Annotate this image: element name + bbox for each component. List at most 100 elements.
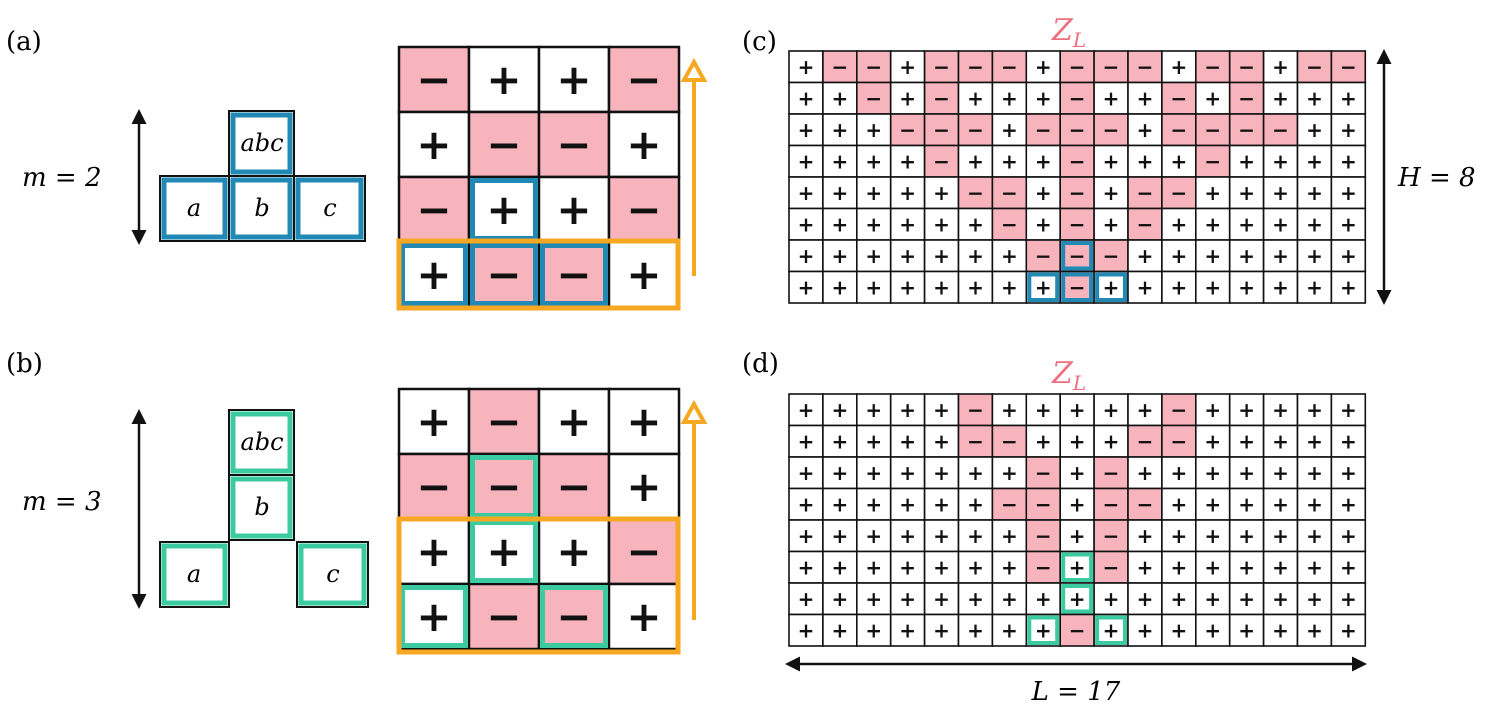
grid-b-highlight	[470, 455, 538, 518]
grid-d-cell	[1262, 393, 1299, 427]
grid-d-sign: +	[798, 555, 815, 579]
grid-d-sign: +	[1069, 461, 1086, 485]
grid-d-sign: +	[933, 461, 950, 485]
grid-c-cell	[1228, 144, 1265, 178]
pattern-b-cell-c	[296, 541, 369, 608]
pattern-b-text-abc: abc	[240, 428, 283, 456]
grid-d-cell	[788, 613, 824, 647]
grid-d-sign: +	[1340, 492, 1357, 516]
grid-c-cell	[1025, 270, 1062, 304]
grid-d-sign: +	[1204, 461, 1221, 485]
grid-d-sign: +	[1170, 492, 1187, 516]
grid-d-sign: +	[1170, 461, 1187, 485]
grid-d-cell	[855, 582, 892, 616]
grid-c-sign: +	[865, 244, 882, 268]
grid-c-cell	[991, 270, 1028, 304]
grid-d-highlight	[1061, 552, 1094, 582]
grid-c-cell	[822, 144, 858, 178]
grid-a: −++−+−−+−++−+−−+	[397, 45, 681, 309]
grid-c-sign: +	[1103, 149, 1120, 173]
grid-d-cell	[1330, 456, 1367, 490]
grid-d-sign: +	[1272, 618, 1289, 642]
grid-c-sign: +	[1103, 275, 1120, 299]
grid-b-sign: −	[416, 462, 451, 511]
grid-c-sign: +	[1103, 86, 1120, 110]
grid-d-sign: +	[798, 587, 815, 611]
grid-d-sign: +	[1204, 587, 1221, 611]
grid-a-sign: +	[556, 185, 591, 234]
pattern-b-cell-b	[228, 474, 295, 541]
grid-a-sign: +	[626, 120, 661, 169]
grid-d-cell	[923, 424, 960, 458]
grid-d-sign: +	[1272, 492, 1289, 516]
zl-label-d: ZL	[1051, 356, 1086, 395]
grid-c-sign: −	[1137, 55, 1154, 79]
grid-d-sign: +	[899, 461, 916, 485]
grid-d-cell	[1025, 487, 1062, 521]
grid-c-sign: −	[1069, 149, 1086, 173]
grid-b-sign: +	[556, 397, 591, 446]
grid-c-sign: −	[1238, 86, 1255, 110]
grid-d-sign: +	[798, 429, 815, 453]
grid-d-sign: +	[865, 618, 882, 642]
grid-c-sign: +	[831, 86, 848, 110]
grid-b-highlight	[470, 520, 538, 583]
grid-c-cell	[1330, 270, 1367, 304]
grid-c-sign: +	[1340, 275, 1357, 299]
grid-c-sign: +	[1137, 275, 1154, 299]
grid-c-sign: +	[1035, 181, 1052, 205]
grid-d-sign: +	[933, 524, 950, 548]
grid-d-sign: +	[967, 555, 984, 579]
grid-d-sign: +	[1204, 555, 1221, 579]
grid-c-sign: +	[933, 181, 950, 205]
pattern-b-cell-a	[159, 541, 230, 608]
grid-c-sign: −	[1069, 55, 1086, 79]
grid-d-cell	[1195, 456, 1231, 490]
grid-c-cell	[1296, 113, 1333, 147]
grid-c-cell	[1161, 207, 1197, 241]
grid-c-sign: +	[967, 275, 984, 299]
grid-d-sign: +	[1069, 555, 1086, 579]
grid-b-sign: +	[626, 397, 661, 446]
grid-c-sign: +	[1238, 149, 1255, 173]
grid-c-sign: +	[1272, 275, 1289, 299]
grid-d-sign: +	[865, 398, 882, 422]
grid-d-cell	[1093, 613, 1129, 647]
grid-d-cell	[1330, 519, 1367, 553]
grid-d-sign: +	[831, 587, 848, 611]
grid-c-sign: +	[933, 244, 950, 268]
grid-d-sign: +	[798, 461, 815, 485]
grid-d-sign: +	[1238, 555, 1255, 579]
grid-d-sign: +	[1170, 555, 1187, 579]
grid-d-sign: +	[899, 555, 916, 579]
grid-c-sign: +	[899, 212, 916, 236]
grid-c-sign: +	[899, 181, 916, 205]
grid-a-sign: +	[416, 250, 451, 299]
grid-d-sign: +	[1306, 618, 1323, 642]
grid-d-sign: +	[1069, 398, 1086, 422]
grid-d-sign: −	[1069, 618, 1086, 642]
grid-d-sign: +	[831, 492, 848, 516]
grid-c-cell	[1127, 81, 1163, 115]
grid-c-sign: +	[1272, 86, 1289, 110]
grid-c-sign: +	[798, 275, 815, 299]
grid-d-cell	[923, 456, 960, 490]
grid-c-sign: +	[798, 118, 815, 142]
grid-c-sign: +	[1306, 86, 1323, 110]
grid-b-cell	[607, 582, 681, 651]
orange-band-b	[396, 516, 681, 655]
panel-a-label: (a)	[6, 27, 42, 57]
grid-d-sign: +	[899, 492, 916, 516]
grid-d-cell	[1262, 487, 1299, 521]
grid-c-sign: +	[831, 244, 848, 268]
grid-b-cell	[467, 582, 541, 651]
grid-d-sign: +	[1306, 398, 1323, 422]
grid-d-sign: +	[933, 555, 950, 579]
grid-d-sign: +	[865, 555, 882, 579]
grid-d-sign: −	[1170, 398, 1187, 422]
grid-d-sign: −	[1103, 461, 1120, 485]
grid-c-sign: +	[1170, 275, 1187, 299]
grid-c-sign: −	[1069, 118, 1086, 142]
pattern-b-text-b: b	[254, 493, 269, 521]
grid-c-cell	[1161, 270, 1197, 304]
